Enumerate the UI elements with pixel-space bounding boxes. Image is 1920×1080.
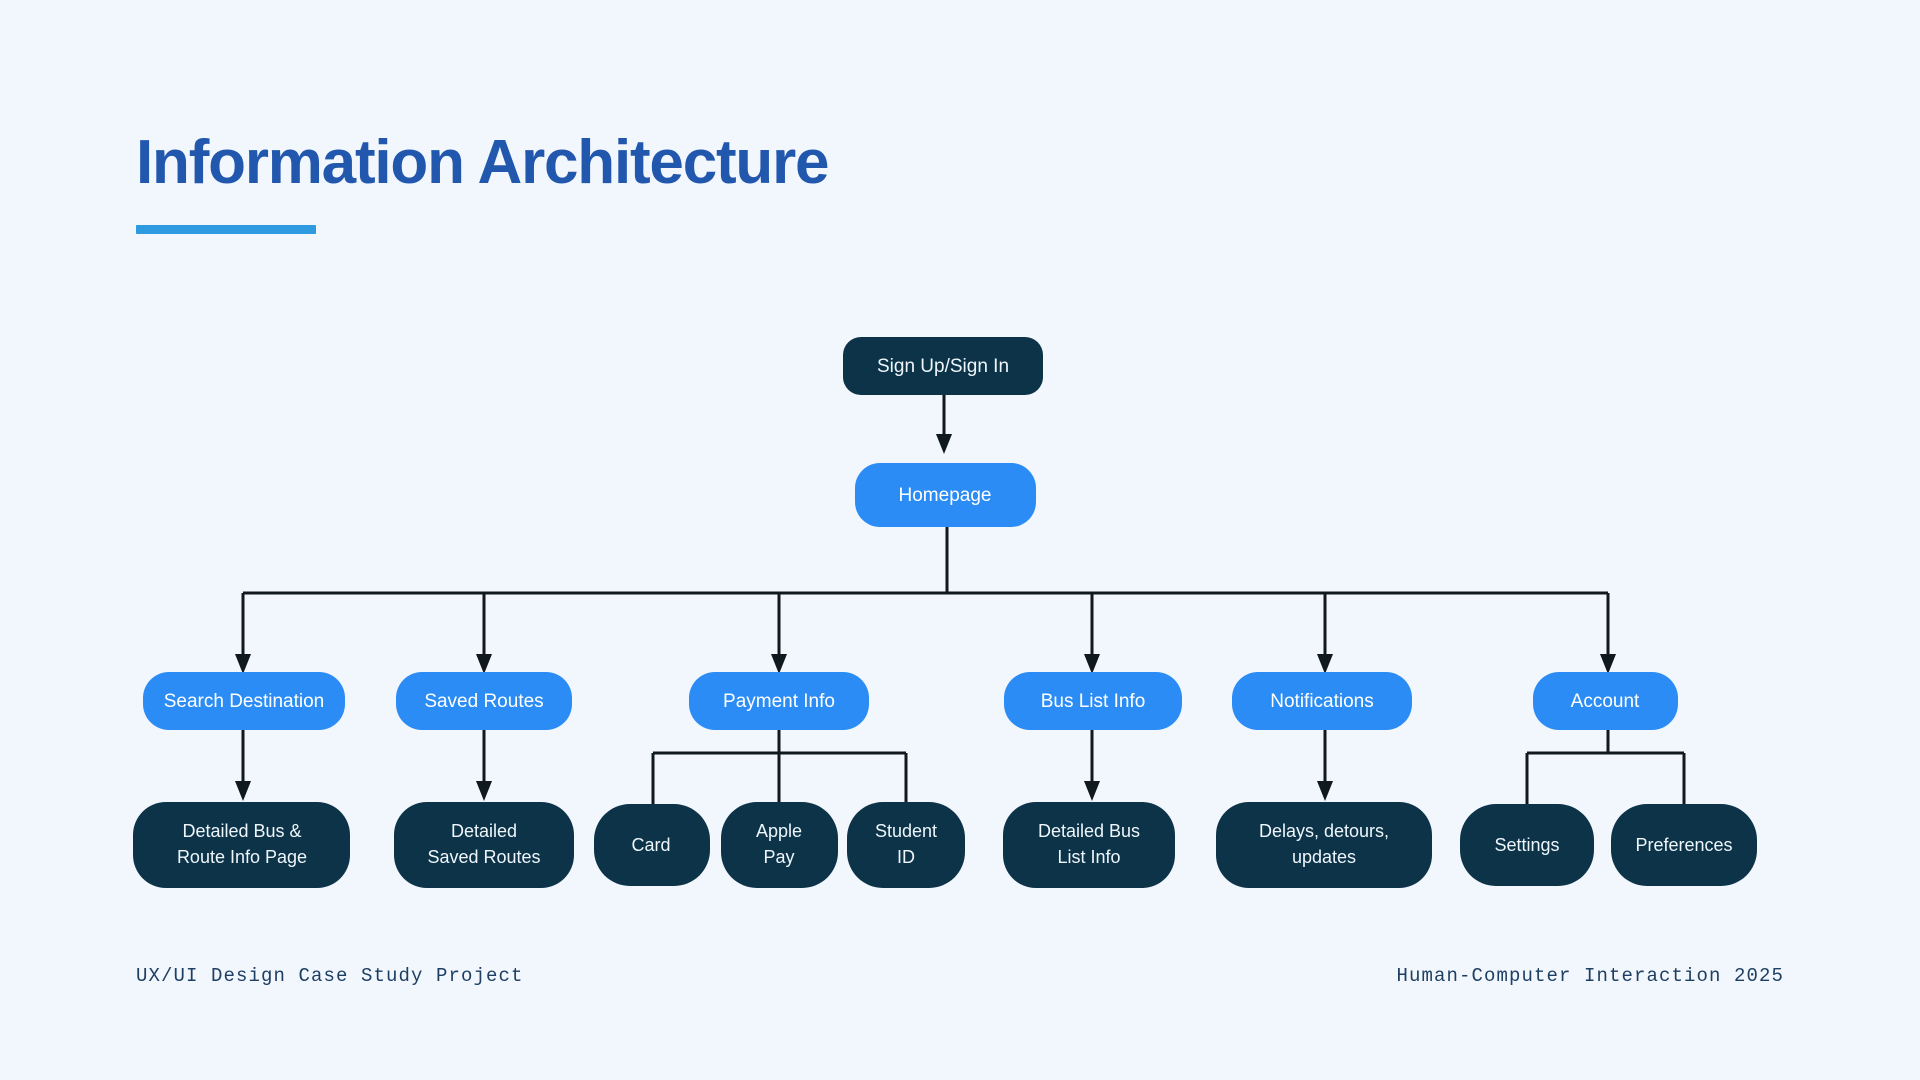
node-homepage-shape[interactable]	[855, 463, 1036, 527]
node-signup-shape[interactable]	[843, 337, 1043, 395]
arrowhead-detailed-bus-list	[1084, 781, 1100, 801]
node-preferences[interactable]: Preferences	[1611, 804, 1757, 886]
node-detailed-bus-list-label-line2: List Info	[1057, 847, 1120, 867]
node-signup[interactable]: Sign Up/Sign In	[843, 337, 1043, 395]
node-detailed-bus-route[interactable]: Detailed Bus & Route Info Page	[133, 802, 350, 888]
node-preferences-label: Preferences	[1635, 835, 1732, 855]
node-homepage-label: Homepage	[899, 485, 992, 506]
node-payment-info-shape[interactable]	[689, 672, 869, 730]
arrowhead-payment-info	[771, 654, 787, 674]
arrowhead-bus-list-info	[1084, 654, 1100, 674]
node-apple-pay-label-line2: Pay	[763, 847, 794, 867]
node-saved-routes-label: Saved Routes	[424, 691, 543, 712]
footer-left-text: UX/UI Design Case Study Project	[136, 965, 524, 987]
node-delays-detours-label-line2: updates	[1292, 847, 1356, 867]
node-payment-info-label: Payment Info	[723, 691, 835, 712]
footer-right-text: Human-Computer Interaction 2025	[1396, 965, 1784, 987]
arrowhead-search-destination	[235, 654, 251, 674]
diagram-canvas: Sign Up/Sign In Homepage Search Destinat…	[133, 337, 1757, 888]
node-delays-detours-label-line1: Delays, detours,	[1259, 821, 1389, 841]
node-detailed-saved-routes-label-line1: Detailed	[451, 821, 517, 841]
node-saved-routes-shape[interactable]	[396, 672, 572, 730]
information-architecture-diagram: Sign Up/Sign In Homepage Search Destinat…	[0, 330, 1920, 930]
node-bus-list-info-label: Bus List Info	[1041, 691, 1146, 712]
node-bus-list-info[interactable]: Bus List Info	[1004, 672, 1182, 730]
arrowhead-saved-routes	[476, 654, 492, 674]
node-apple-pay-shape[interactable]	[721, 802, 838, 888]
node-apple-pay[interactable]: Apple Pay	[721, 802, 838, 888]
node-detailed-bus-list-shape[interactable]	[1003, 802, 1175, 888]
node-detailed-bus-route-shape[interactable]	[133, 802, 350, 888]
node-account-shape[interactable]	[1533, 672, 1678, 730]
node-homepage[interactable]: Homepage	[855, 463, 1036, 527]
node-card-shape[interactable]	[594, 804, 710, 886]
node-notifications[interactable]: Notifications	[1232, 672, 1412, 730]
node-settings-label: Settings	[1494, 835, 1559, 855]
arrowhead-notifications	[1317, 654, 1333, 674]
node-student-id-label-line1: Student	[875, 821, 937, 841]
node-delays-detours-shape[interactable]	[1216, 802, 1432, 888]
node-detailed-bus-list[interactable]: Detailed Bus List Info	[1003, 802, 1175, 888]
node-delays-detours[interactable]: Delays, detours, updates	[1216, 802, 1432, 888]
node-settings-shape[interactable]	[1460, 804, 1594, 886]
node-card[interactable]: Card	[594, 804, 710, 886]
node-detailed-saved-routes-label-line2: Saved Routes	[427, 847, 540, 867]
node-notifications-label: Notifications	[1270, 691, 1374, 712]
arrowhead-delays-detours	[1317, 781, 1333, 801]
node-search-destination[interactable]: Search Destination	[143, 672, 345, 730]
connector-group	[235, 393, 1686, 808]
node-student-id-shape[interactable]	[847, 802, 965, 888]
title-accent-bar	[136, 225, 316, 235]
node-settings[interactable]: Settings	[1460, 804, 1594, 886]
arrowhead-homepage	[936, 434, 952, 454]
arrowhead-detailed-bus-route	[235, 781, 251, 801]
node-account-label: Account	[1571, 691, 1640, 712]
node-student-id-label-line2: ID	[897, 847, 915, 867]
node-detailed-bus-list-label-line1: Detailed Bus	[1038, 821, 1140, 841]
node-detailed-bus-route-label-line2: Route Info Page	[177, 847, 307, 867]
node-detailed-bus-route-label-line1: Detailed Bus &	[182, 821, 301, 841]
node-saved-routes[interactable]: Saved Routes	[396, 672, 572, 730]
node-preferences-shape[interactable]	[1611, 804, 1757, 886]
node-apple-pay-label-line1: Apple	[756, 821, 802, 841]
node-detailed-saved-routes-shape[interactable]	[394, 802, 574, 888]
node-detailed-saved-routes[interactable]: Detailed Saved Routes	[394, 802, 574, 888]
node-search-destination-shape[interactable]	[143, 672, 345, 730]
slide-footer: UX/UI Design Case Study Project Human-Co…	[0, 965, 1920, 1005]
arrowhead-account	[1600, 654, 1616, 674]
page-title: Information Architecture	[136, 128, 830, 197]
node-payment-info[interactable]: Payment Info	[689, 672, 869, 730]
node-notifications-shape[interactable]	[1232, 672, 1412, 730]
arrowhead-detailed-saved-routes	[476, 781, 492, 801]
node-bus-list-info-shape[interactable]	[1004, 672, 1182, 730]
slide-header: Information Architecture	[136, 128, 1636, 235]
node-card-label: Card	[631, 835, 670, 855]
node-signup-label: Sign Up/Sign In	[877, 356, 1009, 377]
node-student-id[interactable]: Student ID	[847, 802, 965, 888]
node-account[interactable]: Account	[1533, 672, 1678, 730]
node-search-destination-label: Search Destination	[164, 691, 325, 712]
